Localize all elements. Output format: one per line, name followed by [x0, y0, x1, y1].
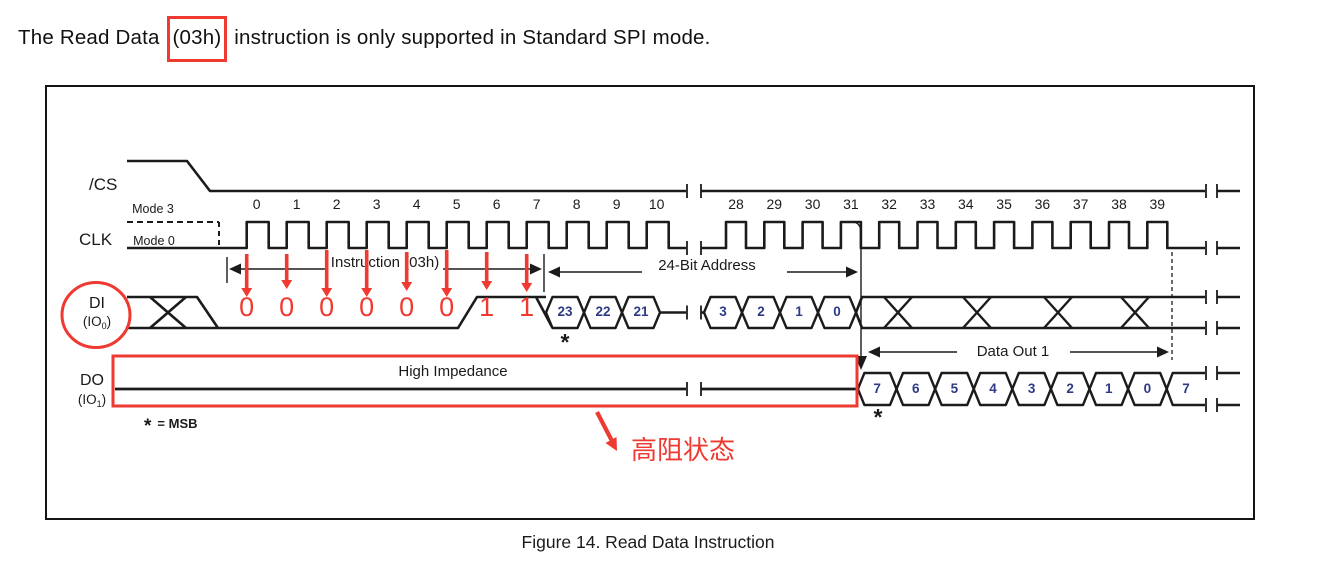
instruction-bit-value: 0 [359, 292, 375, 322]
signal-label-clk: CLK [79, 230, 113, 249]
instruction-bit-value: 0 [439, 292, 455, 322]
opcode-text: (03h) [172, 26, 222, 49]
clock-number: 30 [804, 196, 821, 212]
clock-number: 37 [1072, 196, 1089, 212]
clock-number: 2 [332, 196, 341, 212]
data-out-bit-value: 2 [1066, 381, 1074, 396]
signal-label-cs: /CS [89, 175, 118, 194]
clock-number: 33 [919, 196, 936, 212]
address-bit-value: 23 [557, 304, 573, 319]
clock-number: 39 [1149, 196, 1166, 212]
clock-number: 6 [492, 196, 501, 212]
di-address-hexagon [620, 295, 662, 330]
address-span-arrow-right [846, 266, 858, 278]
clock-number: 35 [996, 196, 1012, 212]
clock-number: 28 [728, 196, 744, 212]
cs-waveform [127, 159, 1240, 193]
signal-label-di: DI [89, 295, 105, 312]
clk-mode0-label: Mode 0 [133, 234, 175, 248]
instruction-bit-value: 0 [319, 292, 335, 322]
di-dontcare-x [883, 296, 913, 329]
clock-number: 36 [1034, 196, 1051, 212]
instruction-span-arrow-left [229, 263, 241, 275]
do-last-hexagon-open [1165, 371, 1240, 407]
data-out-bit-value: 7 [873, 381, 881, 396]
intro-sentence: The Read Data (03h) instruction is only … [18, 16, 711, 62]
clock-number: 0 [252, 196, 261, 212]
clock-number: 9 [612, 196, 621, 212]
msb-note: * = MSB [144, 414, 198, 437]
msb-note-star: * [144, 416, 152, 437]
signal-label-di-io: (IO0) [82, 314, 112, 331]
figure-caption: Figure 14. Read Data Instruction [521, 532, 775, 552]
do-msb-star: * [873, 404, 883, 430]
clock-number: 3 [372, 196, 381, 212]
instruction-span-arrow-right [530, 263, 542, 275]
high-impedance-label: High Impedance [398, 363, 508, 380]
di-dontcare-x [1120, 296, 1150, 329]
address-bit-value: 1 [795, 304, 803, 319]
data-out-bit-value: 5 [950, 381, 959, 396]
data-out-span-arrow-right [1157, 346, 1169, 358]
high-z-annotation: 高阻状态 [631, 435, 736, 465]
data-out-bit-value: 7 [1182, 381, 1190, 396]
signal-label-do: DO [80, 372, 104, 389]
data-out-span-label: Data Out 1 [976, 343, 1050, 360]
instruction-span-label: Instruction (03h) [330, 254, 440, 271]
opcode-highlight-box: (03h) [166, 16, 228, 62]
data-out-bit-value: 0 [1143, 381, 1152, 396]
instruction-bit-value: 1 [519, 292, 535, 322]
address-span-label: 24-Bit Address [658, 257, 756, 274]
instruction-bit-value: 0 [239, 292, 255, 322]
instruction-bit-value: 0 [399, 292, 415, 322]
clock-number: 29 [766, 196, 783, 212]
clk31-to-do-line [854, 221, 862, 356]
signal-label-do-io: (IO1) [77, 392, 107, 409]
data-out-bit-value: 6 [912, 381, 920, 396]
clock-number: 34 [958, 196, 974, 212]
clock-number: 32 [881, 196, 897, 212]
di-waveform-left [127, 295, 554, 330]
address-span-arrow-left [548, 266, 560, 278]
data-out-bit-value: 3 [1027, 381, 1036, 396]
address-bit-value: 2 [757, 304, 765, 319]
data-out-bit-value: 1 [1105, 381, 1113, 396]
data-out-bit-value: 4 [989, 381, 997, 396]
instruction-bit-value: 1 [479, 292, 495, 322]
intro-text-before: The Read Data [18, 26, 166, 49]
instruction-bit-value: 0 [279, 292, 295, 322]
do-start-arrow-down [855, 356, 867, 370]
di-dontcare-band [854, 295, 1240, 330]
clock-number: 7 [532, 196, 541, 212]
clk-mode3-label: Mode 3 [132, 202, 174, 216]
clock-number: 8 [572, 196, 581, 212]
intro-text-after: instruction is only supported in Standar… [228, 26, 711, 49]
span-boundary-bar [226, 254, 545, 292]
address-bit-value: 21 [633, 304, 649, 319]
di-address-hexagon [816, 295, 858, 330]
di-msb-star: * [560, 329, 570, 355]
msb-note-text: = MSB [157, 415, 198, 431]
data-out-span-arrow-left [868, 346, 880, 358]
clk-waveform-group2 [701, 220, 1240, 250]
clock-number: 10 [648, 196, 665, 212]
address-bit-value: 22 [595, 304, 611, 319]
clock-number: 4 [412, 196, 421, 212]
di-dontcare-x [1043, 296, 1073, 329]
clock-number: 5 [452, 196, 461, 212]
di-dontcare-x [962, 296, 992, 329]
clk-waveform-group1 [127, 220, 686, 250]
clock-number: 38 [1111, 196, 1127, 212]
address-bit-value: 3 [719, 304, 727, 319]
clock-number: 1 [292, 196, 301, 212]
clock-number: 31 [843, 196, 859, 212]
address-bit-value: 0 [833, 304, 841, 319]
